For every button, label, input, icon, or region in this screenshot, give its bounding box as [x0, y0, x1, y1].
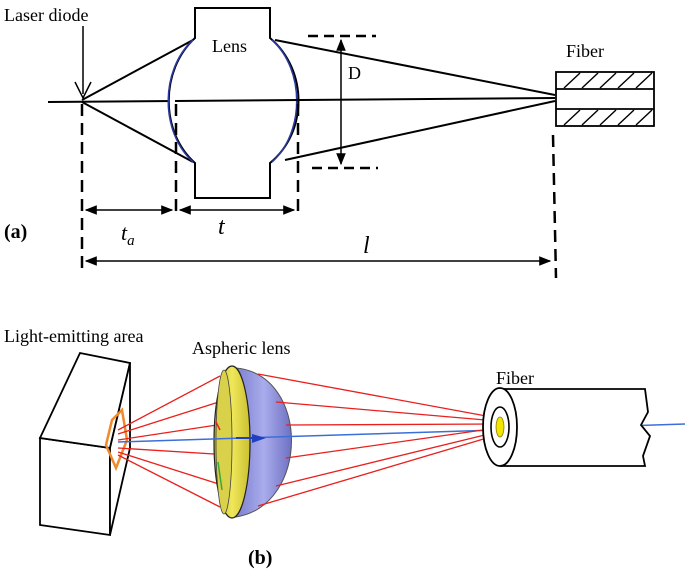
fiber-label-b: Fiber — [496, 368, 534, 388]
dim-t-label: t — [218, 214, 226, 240]
panel-a-label: (a) — [4, 221, 27, 243]
fiber-core — [495, 416, 505, 438]
panel-b-label: (b) — [248, 547, 272, 569]
dim-ta-label: ta — [121, 220, 135, 249]
ray-lower-out — [284, 100, 556, 161]
fiber-label-a: Fiber — [566, 41, 604, 61]
optical-axis-a — [47, 97, 556, 103]
fiber-a — [555, 71, 655, 127]
ray-upper-out — [274, 39, 556, 96]
ray-upper-in — [81, 39, 194, 101]
laser-diode-arrow — [74, 26, 92, 100]
aperture-label: D — [348, 63, 361, 83]
dim-l-label: l — [363, 233, 370, 259]
laser-diode-label: Laser diode — [4, 5, 88, 25]
light-area-label: Light-emitting area — [4, 326, 143, 346]
lens-label: Lens — [212, 36, 247, 56]
panel-a: Laser diode Lens D Fiber (a) ta t l — [4, 5, 655, 279]
rays-to-fiber — [257, 373, 498, 507]
ray-lower-in — [81, 101, 194, 163]
aspheric-lens-label: Aspheric lens — [192, 338, 290, 358]
panel-b: Light-emitting area Aspheric lens Fiber … — [4, 326, 685, 569]
aspheric-lens — [213, 365, 292, 519]
lens-a — [167, 7, 301, 199]
emitter-block — [38, 351, 132, 537]
emitting-area — [104, 407, 129, 472]
fiber-b — [482, 387, 652, 467]
rays-to-lens — [117, 375, 231, 508]
aperture-dimension — [308, 34, 378, 170]
ref-line-fiber — [551, 134, 558, 279]
axis-arrowhead — [252, 434, 266, 443]
